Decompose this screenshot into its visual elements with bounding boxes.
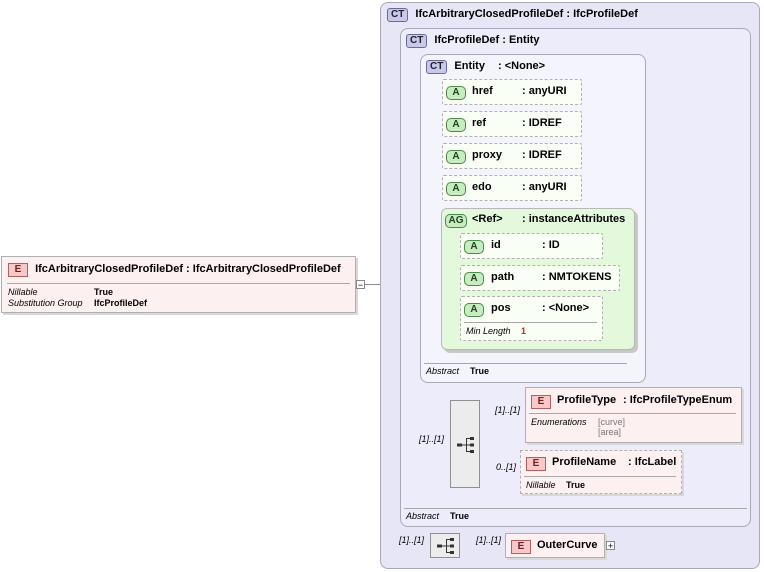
divider [7,283,350,284]
attribute-group-type: : instanceAttributes [522,213,626,225]
element-profiletype[interactable]: E ProfileType : IfcProfileTypeEnum Enume… [525,387,742,443]
attribute-type: : NMTOKENS [542,271,612,283]
attribute-id[interactable]: A id : ID [460,233,603,259]
attribute-name: href [472,85,493,97]
facet-label: Min Length [466,326,511,336]
expand-toggle[interactable]: + [606,541,615,551]
divider [524,476,676,477]
complex-type-profiledef-header: CT IfcProfileDef : Entity [406,34,540,48]
outer-sequence-compositor[interactable] [430,533,460,558]
attribute-group-icon: AG [445,214,467,228]
attribute-type: : <None> [542,302,590,314]
element-icon: E [526,457,546,471]
sequence-icon [437,538,454,554]
element-icon: E [8,263,28,277]
profilename-multiplicity: 0..[1] [496,462,517,472]
attribute-proxy[interactable]: A proxy : IDREF [442,143,582,169]
root-element-header: E IfcArbitraryClosedProfileDef : IfcArbi… [8,263,341,277]
outer-sequence-multiplicity: [1]..[1] [399,535,425,545]
attribute-ref[interactable]: A ref : IDREF [442,111,582,137]
prop-label-substitution-group: Substitution Group [8,298,83,308]
attribute-group-name: <Ref> [472,213,503,225]
element-type: : IfcLabel [628,456,677,468]
attribute-icon: A [464,240,484,254]
sequence-compositor[interactable] [450,400,480,488]
element-type: : IfcProfileTypeEnum [623,394,733,406]
attribute-icon: A [464,303,484,317]
enum-value-curve: [curve] [598,417,626,427]
attribute-type: : ID [542,239,560,251]
collapse-toggle[interactable]: − [356,280,365,290]
attribute-icon: A [446,86,466,100]
attribute-name: edo [472,181,492,193]
attribute-icon: A [464,272,484,286]
attribute-name: pos [491,302,511,314]
prop-value-nillable: True [566,480,586,490]
abstract-label: Abstract [406,511,440,521]
prop-label-nillable: Nillable [8,287,38,297]
outercurve-multiplicity: [1]..[1] [476,535,502,545]
abstract-label: Abstract [426,366,460,376]
complex-type-entity-type: : <None> [498,60,546,72]
prop-value-nillable: True [94,287,114,297]
complex-type-entity-header: CT Entity : <None> [426,60,545,74]
complex-type-profiledef-name: IfcProfileDef : Entity [434,34,540,46]
complex-type-icon: CT [426,60,448,74]
sequence-icon [457,437,474,453]
divider [404,508,747,509]
attribute-name: path [491,271,515,283]
divider [529,413,736,414]
complex-type-icon: CT [387,8,409,22]
complex-type-icon: CT [406,34,428,48]
attribute-icon: A [446,182,466,196]
attribute-type: : anyURI [522,85,567,97]
attribute-path[interactable]: A path : NMTOKENS [460,265,620,291]
element-icon: E [531,395,551,409]
enumerations-label: Enumerations [531,417,587,427]
prop-label-nillable: Nillable [526,480,556,490]
element-profilename[interactable]: E ProfileName : IfcLabel Nillable True [520,450,682,494]
attribute-name: ref [472,117,487,129]
facet-value: 1 [521,326,527,336]
enum-value-area: [area] [598,427,622,437]
prop-value-substitution-group: IfcProfileDef [94,298,148,308]
element-name: ProfileName [552,456,617,468]
attribute-name: proxy [472,149,502,161]
connector-root [356,284,390,285]
sequence-multiplicity: [1]..[1] [419,434,445,444]
attribute-type: : IDREF [522,117,562,129]
divider [424,363,627,364]
complex-type-outer-header: CT IfcArbitraryClosedProfileDef : IfcPro… [387,8,638,22]
element-outercurve[interactable]: E OuterCurve [505,533,605,558]
element-name: ProfileType [557,394,617,406]
attribute-icon: A [446,118,466,132]
attribute-pos[interactable]: A pos : <None> Min Length 1 [460,296,603,341]
element-icon: E [511,540,531,554]
root-element-box[interactable]: E IfcArbitraryClosedProfileDef : IfcArbi… [1,256,356,313]
attribute-name: id [491,239,501,251]
attribute-icon: A [446,150,466,164]
complex-type-outer-name: IfcArbitraryClosedProfileDef : IfcProfil… [415,8,638,20]
abstract-value: True [450,511,470,521]
attribute-type: : IDREF [522,149,562,161]
abstract-value: True [470,366,490,376]
complex-type-entity-name: Entity [454,60,485,72]
attribute-type: : anyURI [522,181,567,193]
element-name: OuterCurve [537,539,598,551]
profiletype-multiplicity: [1]..[1] [495,405,521,415]
divider [464,322,597,323]
attribute-href[interactable]: A href : anyURI [442,79,582,105]
root-element-name: IfcArbitraryClosedProfileDef : IfcArbitr… [35,263,341,275]
attribute-edo[interactable]: A edo : anyURI [442,175,582,201]
